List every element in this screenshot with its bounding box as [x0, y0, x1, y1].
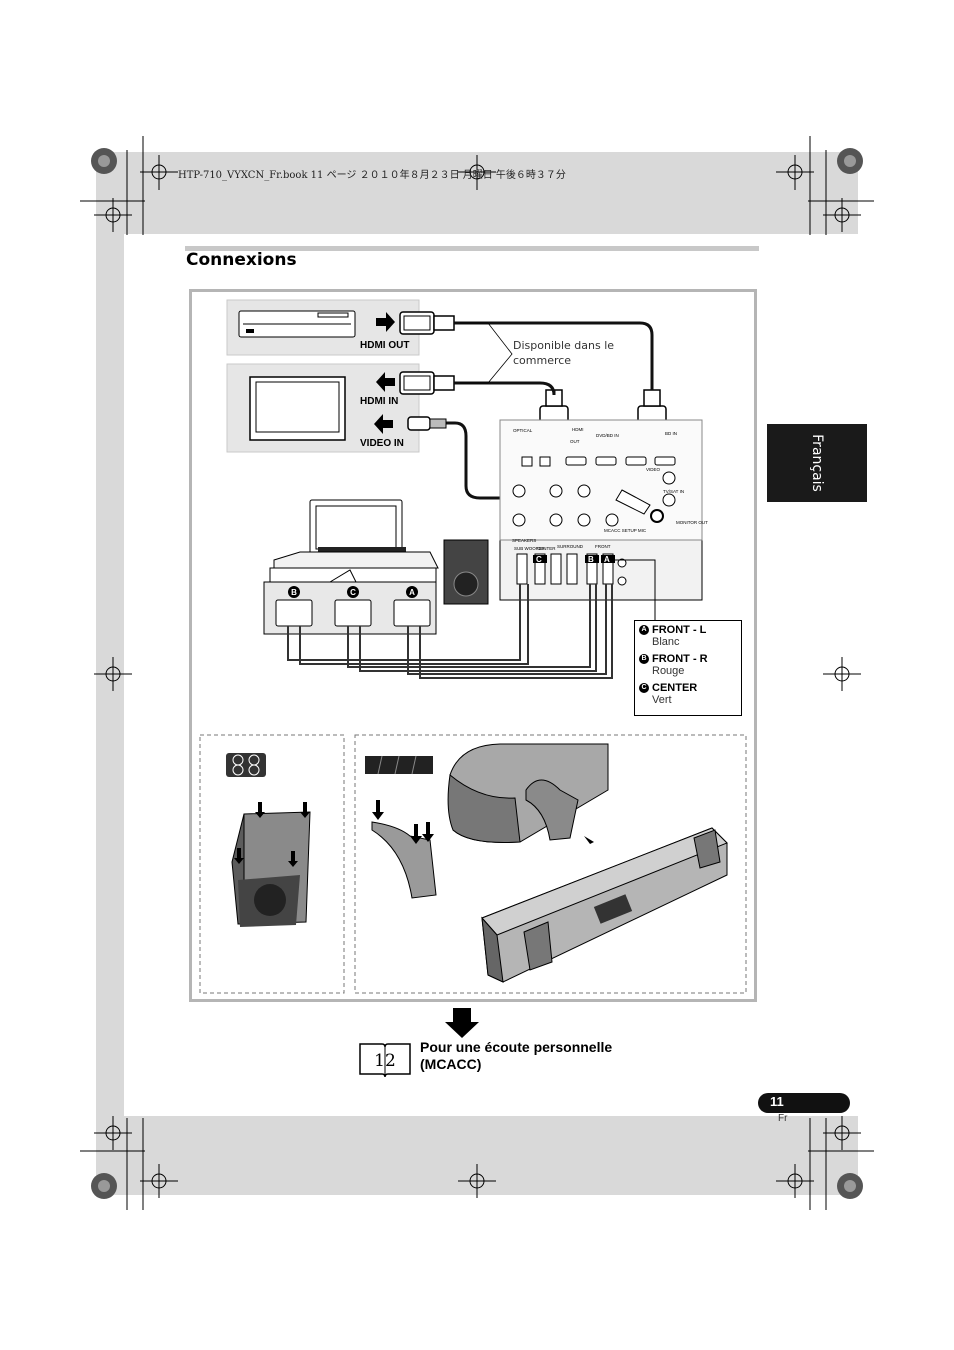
hdmi-in-label: HDMI IN [360, 396, 399, 407]
svg-text:C: C [350, 588, 356, 597]
subwoofer-feet-panel [199, 734, 345, 994]
foot-arrow-icon [255, 802, 265, 818]
svg-text:A: A [604, 555, 610, 564]
pads-sheet-icon [365, 756, 433, 774]
receiver-label-tvsat: TV/SAT IN [663, 489, 684, 494]
title-rule [185, 246, 759, 251]
speaker-cable-a [407, 584, 607, 675]
hdmi-out-arrow [376, 312, 395, 332]
legend-badge: A [639, 625, 649, 636]
receiver-label-subwoofer: SUB WOOFER [514, 546, 546, 551]
foot-arrow-icon [288, 851, 298, 867]
receiver-label-optical: OPTICAL [513, 428, 533, 433]
speaker-cable-b [287, 584, 521, 661]
stand-bracket-icon [371, 821, 437, 899]
hdmi-out-label: HDMI OUT [360, 340, 410, 351]
bar-stand-panel [354, 734, 747, 994]
receiver-label-bd: BD IN [665, 431, 677, 436]
page-number-pill [758, 1093, 850, 1113]
svg-text:A: A [409, 588, 415, 597]
legend-name: FRONT - R [652, 653, 708, 666]
page-language: Fr [778, 1113, 788, 1124]
pad-arrow-icon [410, 824, 422, 844]
print-header: HTP-710_VYXCN_Fr.book 11 ページ ２０１０年８月２３日 … [178, 170, 566, 181]
pad-arrow-icon [372, 800, 384, 820]
tv-stand-icon [273, 551, 439, 569]
legend-color: Vert [652, 694, 672, 707]
receiver-label-video: VIDEO [646, 467, 661, 472]
video-in-label: VIDEO IN [360, 438, 404, 449]
video-in-arrow [374, 414, 393, 434]
svg-text:B: B [588, 555, 594, 564]
terminal-a [393, 599, 431, 627]
language-tab: Français [767, 424, 867, 502]
section-title: Connexions [186, 250, 297, 270]
receiver-label-speakers: SPEAKERS [512, 538, 536, 543]
receiver-label-front: FRONT [595, 544, 611, 549]
availability-note: Disponible dans le commerce [513, 339, 615, 367]
speaker-bar-icon [318, 547, 406, 554]
hdmi-cable-tv [454, 381, 556, 396]
receiver-label-surround: SURROUND [557, 544, 584, 549]
rca-plug-receiver [615, 489, 651, 515]
down-arrow-icon [445, 1008, 479, 1038]
book-icon: 12 [359, 1043, 411, 1078]
next-step-title-line2: (MCACC) [420, 1056, 482, 1072]
foot-arrow-icon [300, 802, 310, 818]
rca-plug-tv [407, 416, 431, 431]
receiver-label-hdmi: HDMI [572, 427, 584, 432]
speaker-cable-c [347, 584, 591, 668]
next-step-title-line1: Pour une écoute personnelle [420, 1039, 613, 1055]
hdmi-in-arrow [376, 372, 395, 392]
receiver-label-mcacc: MCACC SETUP MIC [604, 528, 647, 533]
legend-name: CENTER [652, 682, 698, 695]
rca-plug-monitor-out [650, 509, 664, 523]
hdmi-cable-player [454, 321, 654, 390]
receiver-label-dvd: DVD/BD IN [596, 433, 619, 438]
svg-text:C: C [536, 555, 542, 564]
legend-badge: B [639, 654, 649, 665]
next-step-link[interactable]: Pour une écoute personnelle (MCACC) [420, 1039, 612, 1073]
legend-name: FRONT - L [652, 624, 707, 637]
foot-arrow-icon [234, 848, 244, 864]
svg-text:B: B [291, 588, 297, 597]
receiver-label-monitor: MONITOR OUT [676, 520, 708, 525]
page-number: 11 [770, 1094, 784, 1109]
terminal-b [275, 599, 313, 627]
callout-line [615, 559, 656, 620]
legend-color: Blanc [652, 636, 680, 649]
pad-arrow-icon [422, 822, 434, 842]
receiver-label-out: OUT [570, 439, 580, 444]
screw-icon [584, 836, 594, 844]
book-page-ref: 12 [374, 1051, 396, 1071]
legend-color: Rouge [652, 665, 685, 678]
receiver-label-center: CENTER [537, 546, 556, 551]
legend-badge: C [639, 683, 649, 694]
terminal-c [334, 599, 372, 627]
feet-sheet-icon [226, 753, 266, 777]
